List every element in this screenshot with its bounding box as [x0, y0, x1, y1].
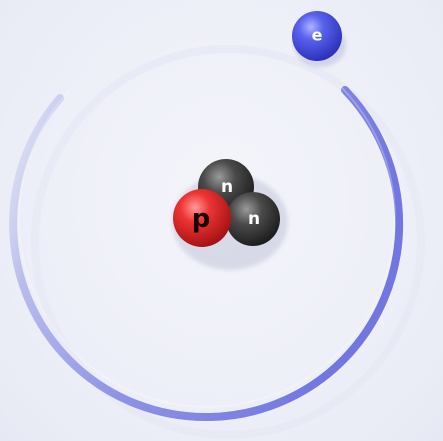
nucleus: n n p — [172, 159, 288, 270]
electron-label: e — [312, 26, 323, 45]
proton-label: p — [192, 204, 211, 234]
electron: e — [292, 11, 346, 67]
neutron-right-label: n — [248, 209, 260, 229]
orbit-ring — [9, 45, 425, 439]
neutron-right: n — [226, 192, 280, 246]
proton: p — [173, 189, 231, 247]
neutron-top-label: n — [221, 177, 233, 197]
